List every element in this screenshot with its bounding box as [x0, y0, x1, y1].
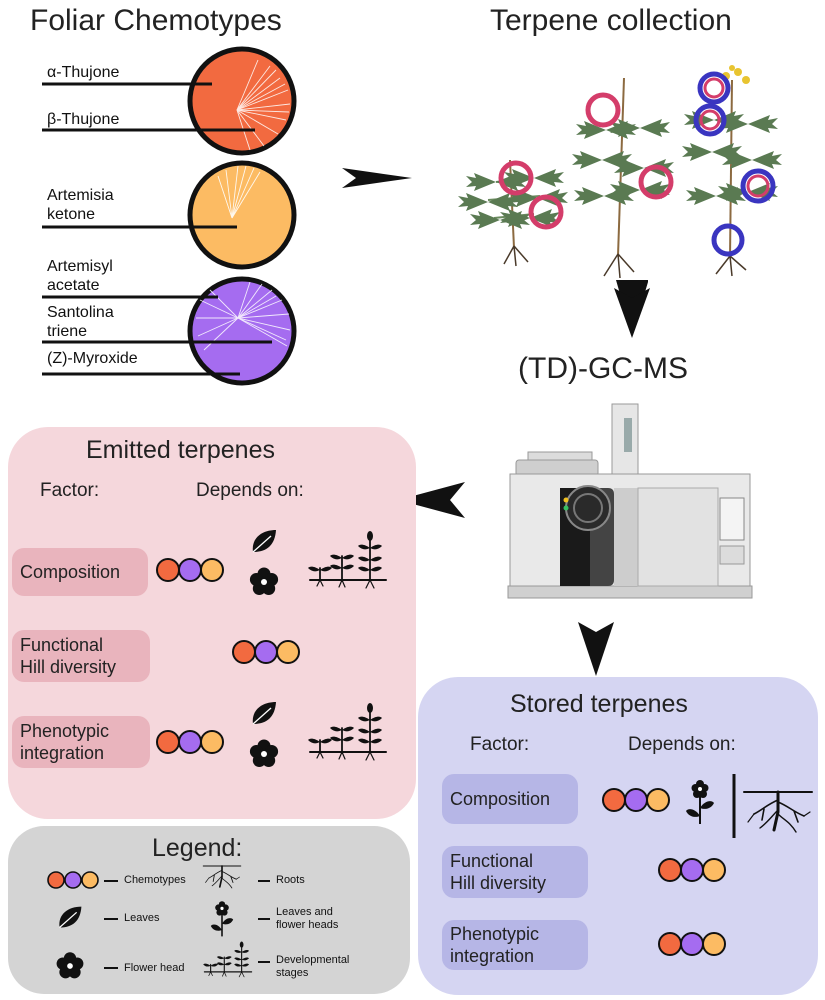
legend-label-stages: stages [276, 967, 309, 979]
legend-label-leaves: Leaves [124, 912, 160, 924]
legend-roots-icon [202, 865, 242, 889]
emitted-title: Emitted terpenes [86, 436, 275, 464]
chemotype-label-myroxide: (Z)-Myroxide [47, 350, 138, 367]
stored-factor-hill-line2: Hill diversity [450, 873, 547, 893]
emitted-factor-composition-label: Composition [20, 562, 121, 582]
emitted-depends-header: Depends on: [196, 480, 304, 501]
chemotype-label-santolina: Santolina [47, 304, 114, 321]
emitted-hill-chemotype-dots [232, 640, 300, 664]
chemotype-label-artemisyl: Artemisyl [47, 258, 113, 275]
stored-title: Stored terpenes [510, 690, 688, 718]
stored-factor-phenotypic-line2: integration [450, 946, 535, 966]
chemotype-label-ketone: ketone [47, 206, 96, 223]
stored-composition-chemotype-dots [602, 788, 670, 812]
emitted-composition-flower-icon [249, 567, 279, 595]
legend-label-roots: Roots [276, 874, 305, 886]
emitted-factor-composition: Composition [12, 548, 148, 596]
stored-factor-phenotypic-line1: Phenotypic [450, 924, 540, 944]
stored-factor-hill-line1: Functional [450, 851, 534, 871]
stored-depends-header: Depends on: [628, 734, 736, 755]
emitted-factor-phenotypic-line2: integration [20, 743, 105, 763]
gcms-instrument-icon [507, 403, 753, 599]
emitted-composition-stages-icon [307, 530, 387, 589]
emitted-factor-hill-line2: Hill diversity [20, 657, 117, 677]
legend-stages-icon [202, 940, 253, 978]
chemotype-label-acetate: acetate [47, 277, 100, 294]
stored-phenotypic-chemotype-dots [658, 932, 726, 956]
gcms-title: (TD)-GC-MS [518, 352, 688, 385]
chemotype-label-artemisia: Artemisia [47, 187, 114, 204]
legend-label-leaves-and: Leaves and [276, 906, 333, 918]
emitted-composition-chemotype-dots [156, 558, 224, 582]
emitted-factor-phenotypic-line1: Phenotypic [20, 721, 110, 741]
emitted-factor-header: Factor: [40, 480, 100, 501]
stored-factor-header: Factor: [470, 734, 530, 755]
arrow-down-stored-icon [578, 622, 614, 676]
chemotype-label-triene: triene [47, 323, 88, 340]
chemotype-circle-artemisyl [187, 276, 297, 386]
stored-composition-leaf-flower-icon [685, 779, 715, 825]
stored-factor-composition: Composition [442, 774, 578, 824]
legend-title: Legend: [152, 834, 243, 862]
stored-hill-chemotype-dots [658, 858, 726, 882]
legend-chemotype-dots [47, 871, 99, 889]
terpene-collection-title: Terpene collection [490, 4, 732, 37]
legend-leaf-flower-icon [210, 900, 234, 938]
emitted-phenotypic-leaf-icon [252, 701, 277, 725]
stored-composition-roots-icon [742, 790, 814, 834]
emitted-phenotypic-stages-icon [307, 702, 387, 761]
chemotype-label-alpha-thujone: α-Thujone [47, 64, 120, 81]
legend-label-flower-head: Flower head [124, 962, 185, 974]
legend-flower-icon [56, 952, 84, 979]
legend-label-chemotypes: Chemotypes [124, 874, 186, 886]
emitted-factor-hill-line1: Functional [20, 635, 104, 655]
legend-label-developmental: Developmental [276, 954, 350, 966]
chemotype-circle-artemisia [187, 160, 297, 270]
plant-2-icon [572, 77, 674, 279]
emitted-composition-leaf-icon [252, 529, 277, 553]
chemotype-label-beta-thujone: β-Thujone [47, 111, 120, 128]
arrow-down-icon [614, 288, 650, 338]
chemotype-circle-thujone [187, 46, 297, 156]
arrow-left-icon [398, 482, 465, 518]
legend-label-flower-heads: flower heads [276, 919, 339, 931]
emitted-phenotypic-chemotype-dots [156, 730, 224, 754]
legend-leaf-icon [58, 905, 83, 929]
stored-factor-composition-label: Composition [450, 789, 551, 809]
foliar-chemotypes-title: Foliar Chemotypes [30, 4, 282, 37]
emitted-phenotypic-flower-icon [249, 739, 279, 767]
arrow-right-icon [342, 168, 412, 188]
